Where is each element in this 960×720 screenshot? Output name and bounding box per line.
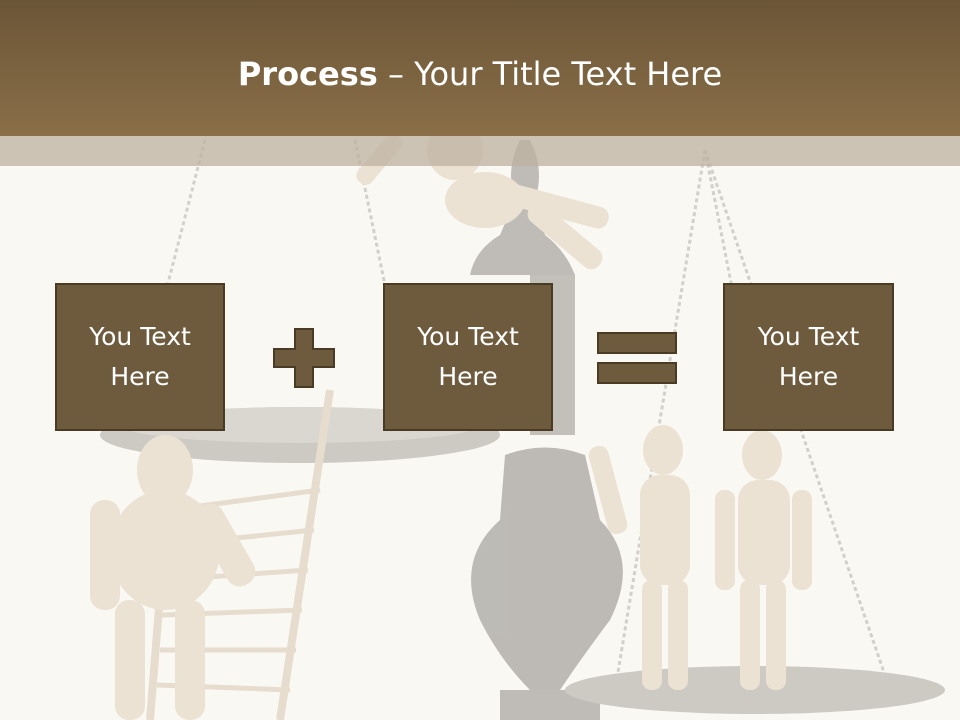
title-bold-part: Process [237,55,378,93]
process-box-2: You Text Here [383,283,553,431]
process-box-3: You Text Here [723,283,894,431]
box-1-line-1: You Text [89,322,191,351]
title-separator: – [377,55,415,93]
box-3-line-1: You Text [757,322,860,351]
slide-title: Process – Your Title Text Here [0,52,960,96]
box-2-line-2: Here [438,362,498,391]
equals-icon [597,332,677,384]
title-rest: Your Title Text Here [414,55,723,93]
box-1-line-2: Here [110,362,170,391]
box-2-line-1: You Text [417,322,519,351]
box-3-line-2: Here [778,362,839,391]
plus-icon [273,328,335,388]
title-accent-strip [0,136,960,166]
process-box-1: You Text Here [55,283,225,431]
title-bar [0,0,960,136]
